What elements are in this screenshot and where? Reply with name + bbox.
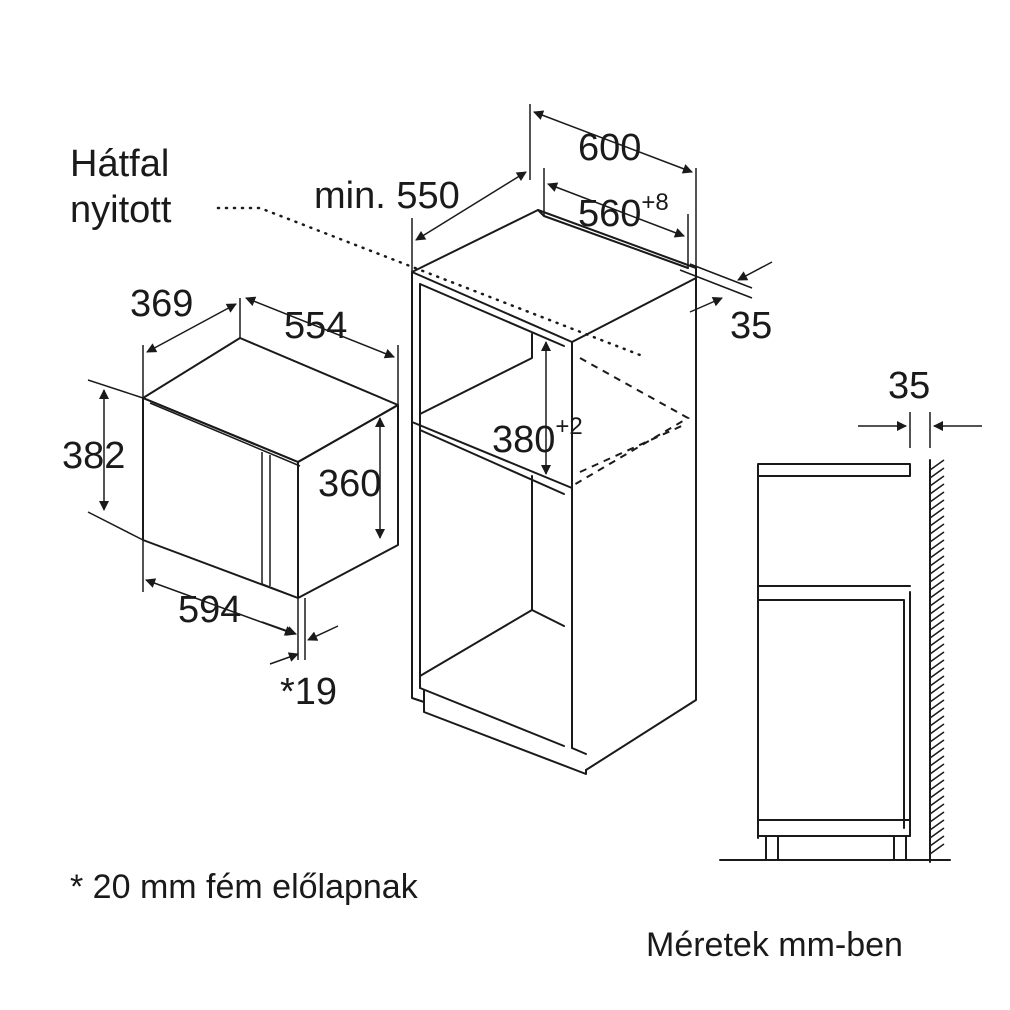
wall-hatch-stroke [929, 531, 945, 543]
oven-width-side-label: 554 [284, 305, 347, 347]
wall-hatch-stroke [929, 803, 945, 815]
units-note: Méretek mm-ben [646, 926, 903, 964]
wall-hatch-stroke [929, 747, 945, 759]
wall-hatch-stroke [929, 475, 945, 487]
wall-hatch-stroke [929, 731, 945, 743]
wall-hatch-stroke [929, 667, 945, 679]
wall-hatch-stroke [929, 779, 945, 791]
wall-hatch-stroke [929, 843, 945, 855]
wall-hatch-stroke [929, 643, 945, 655]
wall-hatch-stroke [929, 539, 945, 551]
wall-hatch-stroke [929, 555, 945, 567]
side-gap-label: 35 [888, 365, 930, 407]
wall-hatch-stroke [929, 675, 945, 687]
side-gap-dimension [858, 412, 982, 448]
wall-hatch-stroke [929, 683, 945, 695]
cabinet-dimensions [411, 104, 773, 475]
wall-hatch-stroke [929, 699, 945, 711]
oven-front-width-label: 594 [178, 589, 241, 631]
wall-hatching [929, 459, 945, 855]
wall-hatch-stroke [929, 611, 945, 623]
wall-hatch-stroke [929, 491, 945, 503]
oven-depth-label: 369 [130, 283, 193, 325]
wall-hatch-stroke [929, 595, 945, 607]
wall-hatch-stroke [929, 707, 945, 719]
min-depth-label: min. 550 [314, 175, 460, 217]
oven-height-label: 382 [62, 435, 125, 477]
wall-hatch-stroke [929, 795, 945, 807]
wall-hatch-stroke [929, 635, 945, 647]
wall-hatch-stroke [929, 739, 945, 751]
front-thickness-label: *19 [280, 671, 337, 713]
wall-hatch-stroke [929, 499, 945, 511]
wall-hatch-stroke [929, 603, 945, 615]
niche-height-label: 380+2 [492, 413, 583, 461]
oven-dimensions [87, 296, 399, 665]
wall-hatch-stroke [929, 507, 945, 519]
wall-hatch-stroke [929, 627, 945, 639]
wall-hatch-stroke [929, 723, 945, 735]
footnote: * 20 mm fém előlapnak [70, 868, 419, 906]
side-view-drawing [719, 459, 951, 863]
wall-hatch-stroke [929, 763, 945, 775]
wall-hatch-stroke [929, 811, 945, 823]
wall-hatch-stroke [929, 459, 945, 471]
cabinet-drawing [411, 209, 697, 775]
oven-inner-height-label: 360 [318, 463, 381, 505]
wall-hatch-stroke [929, 483, 945, 495]
niche-height-value: 380 [492, 419, 555, 461]
wall-hatch-stroke [929, 571, 945, 583]
wall-hatch-stroke [929, 651, 945, 663]
wall-hatch-stroke [929, 547, 945, 559]
wall-hatch-stroke [929, 659, 945, 671]
back-wall-label-line1: Hátfal [70, 143, 169, 185]
wall-hatch-stroke [929, 523, 945, 535]
wall-hatch-stroke [929, 771, 945, 783]
wall-hatch-stroke [929, 579, 945, 591]
wall-hatch-stroke [929, 755, 945, 767]
wall-hatch-stroke [929, 827, 945, 839]
cabinet-width-label: 600 [578, 127, 641, 169]
wall-hatch-stroke [929, 515, 945, 527]
niche-width-value: 560 [578, 193, 641, 235]
wall-hatch-stroke [929, 691, 945, 703]
wall-hatch-stroke [929, 715, 945, 727]
cabinet-gap-label: 35 [730, 305, 772, 347]
wall-hatch-stroke [929, 467, 945, 479]
wall-hatch-stroke [929, 787, 945, 799]
wall-hatch-stroke [929, 619, 945, 631]
niche-height-tolerance: +2 [555, 413, 582, 440]
back-wall-label-line2: nyitott [70, 189, 172, 231]
wall-hatch-stroke [929, 835, 945, 847]
wall-hatch-stroke [929, 563, 945, 575]
wall-hatch-stroke [929, 819, 945, 831]
back-wall-dotted-line [216, 206, 642, 357]
niche-width-label: 560+8 [578, 189, 669, 235]
niche-width-tolerance: +8 [641, 189, 668, 216]
wall-hatch-stroke [929, 587, 945, 599]
